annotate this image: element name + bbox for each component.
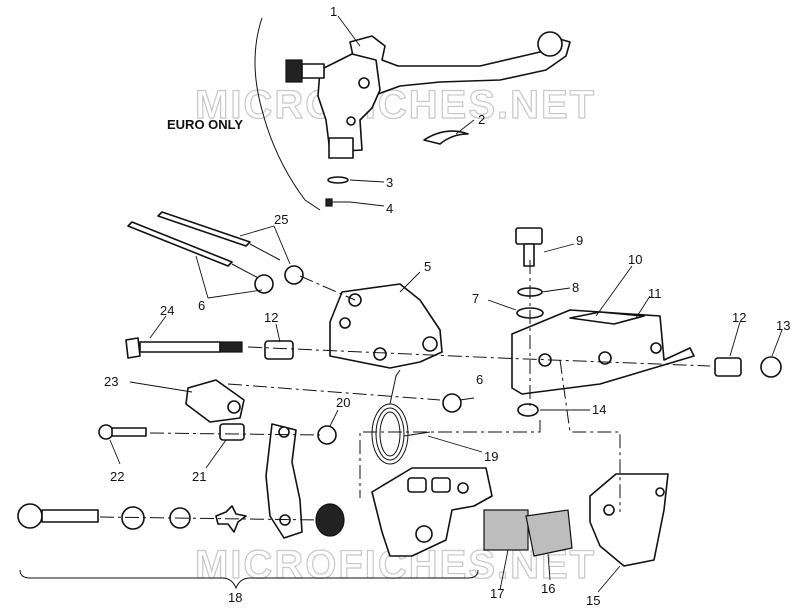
spacer-12-right: [714, 357, 742, 377]
callout-8: 8: [572, 280, 579, 295]
callout-15: 15: [586, 593, 600, 608]
callout-12-right: 12: [732, 310, 746, 325]
gear-18: [315, 503, 345, 537]
bolt-22: [98, 424, 147, 440]
callout-17: 17: [490, 586, 504, 601]
torsion-spring: [371, 369, 431, 465]
spacer-21: [219, 423, 245, 441]
callout-12-left: 12: [264, 310, 278, 325]
screw-4: [325, 198, 350, 207]
callout-4: 4: [386, 201, 393, 216]
nut-18a: [121, 506, 145, 530]
callout-25: 25: [274, 212, 288, 227]
bolt-24: [125, 337, 243, 359]
bolt-18: [17, 503, 99, 529]
callout-1: 1: [330, 4, 337, 19]
centerline-23: [227, 383, 441, 401]
washer-3: [327, 176, 349, 184]
nut-13: [760, 356, 782, 378]
callout-13: 13: [776, 318, 790, 333]
callout-18: 18: [228, 590, 242, 605]
brake-lever-assembly: [285, 31, 571, 159]
euro-bracket: [254, 17, 321, 211]
callout-7: 7: [472, 291, 479, 306]
crescent-cover: [423, 130, 469, 145]
brake-pad-17: [483, 509, 529, 551]
nut-14: [517, 403, 539, 417]
callout-23: 23: [104, 374, 118, 389]
callout-16: 16: [541, 581, 555, 596]
nut-6-lower: [442, 393, 462, 413]
watermark-top: MICROFICHES.NET: [195, 83, 596, 127]
cable-pair: [127, 211, 304, 294]
cable-clamp-23: [185, 379, 245, 423]
callout-14: 14: [592, 402, 606, 417]
brake-pad-16: [525, 509, 573, 557]
centerline-spring: [359, 420, 541, 498]
bolt-9: [515, 227, 543, 267]
callout-22: 22: [110, 469, 124, 484]
callout-6-lower: 6: [476, 372, 483, 387]
callout-24: 24: [160, 303, 174, 318]
callout-19: 19: [484, 449, 498, 464]
callout-11: 11: [648, 286, 662, 301]
callout-10: 10: [628, 252, 642, 267]
nut-20: [317, 425, 337, 445]
centerline-cable: [299, 275, 356, 301]
callout-9: 9: [576, 233, 583, 248]
leader-lines: [109, 15, 783, 593]
caliper-plate-15: [589, 473, 669, 567]
callout-5: 5: [424, 259, 431, 274]
centerline-18: [99, 516, 321, 521]
centerline-plate: [559, 359, 621, 512]
bracket-18: [19, 569, 479, 590]
euro-only-label: EURO ONLY: [167, 117, 243, 132]
callout-20: 20: [336, 395, 350, 410]
mounting-bracket: [329, 283, 443, 369]
callout-21: 21: [192, 469, 206, 484]
callout-3: 3: [386, 175, 393, 190]
centerline-main: [247, 346, 711, 367]
mounting-plate: [511, 309, 695, 395]
callout-6-upper: 6: [198, 298, 205, 313]
spacer-12-left: [264, 340, 294, 360]
arm-plate: [265, 423, 303, 539]
caliper-body: [371, 467, 493, 557]
centerline-22: [149, 432, 321, 436]
callout-2: 2: [478, 112, 485, 127]
